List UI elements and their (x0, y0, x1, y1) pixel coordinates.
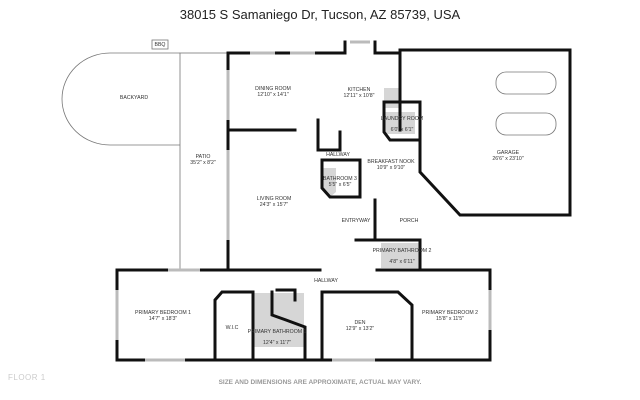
porch-label: PORCH (400, 218, 419, 224)
hallway-lower-label: HALLWAY (314, 278, 338, 284)
kitchen-label: KITCHEN (348, 87, 371, 93)
patio-size: 35'2" x 8'2" (190, 160, 216, 166)
bath1-size: 12'4" x 11'7" (263, 340, 291, 346)
dining-size: 12'10" x 14'1" (257, 92, 288, 98)
disclaimer: SIZE AND DIMENSIONS ARE APPROXIMATE, ACT… (218, 379, 422, 386)
entryway-label: ENTRYWAY (342, 218, 371, 224)
hallway-upper-label: HALLWAY (326, 152, 350, 158)
windows (115, 40, 492, 362)
living-size: 24'3" x 15'7" (260, 202, 289, 208)
bath2-fill (381, 243, 421, 268)
wic-label: W.I.C (226, 325, 239, 331)
kitchen-counter-fill (384, 88, 400, 108)
laundry-label: LAUNDRY ROOM (381, 116, 423, 122)
bed1-size: 14'7" x 18'3" (149, 316, 178, 322)
bath1-fill (252, 293, 304, 347)
den-label: DEN (355, 320, 366, 326)
room-labels: BACKYARD BBQ PATIO 35'2" x 8'2" DINING R… (120, 42, 524, 346)
floor-label: FLOOR 1 (8, 373, 46, 382)
breakfast-size: 10'9" x 9'10" (377, 165, 406, 171)
den-size: 12'9" x 13'2" (346, 326, 375, 332)
breakfast-label: BREAKFAST NOOK (367, 159, 415, 165)
dining-label: DINING ROOM (255, 86, 291, 92)
backyard-label: BACKYARD (120, 95, 148, 101)
laundry-size: 6'0" x 6'1" (391, 127, 414, 133)
garage-size: 26'6" x 23'10" (492, 156, 523, 162)
car-icon (495, 71, 557, 95)
bath1-label: PRIMARY BATHROOM 1 (248, 329, 307, 335)
bbq-box (151, 39, 169, 50)
living-label: LIVING ROOM (257, 196, 292, 202)
bathroom3-label: BATHROOM 3 (323, 176, 357, 182)
backyard-outline (61, 52, 180, 146)
garage-cars (495, 71, 557, 136)
car-icon (495, 112, 557, 136)
bath2-size: 4'8" x 6'11" (389, 259, 414, 265)
bed1-label: PRIMARY BEDROOM 1 (135, 310, 191, 316)
bathroom3-size: 5'5" x 6'5" (329, 182, 352, 188)
bed2-label: PRIMARY BEDROOM 2 (422, 310, 478, 316)
bbq-label: BBQ (155, 42, 166, 48)
patio-label: PATIO (196, 154, 211, 160)
bed2-size: 15'8" x 11'5" (436, 316, 464, 322)
garage-label: GARAGE (497, 150, 520, 156)
address-title: 38015 S Samaniego Dr, Tucson, AZ 85739, … (179, 7, 461, 22)
kitchen-size: 12'11" x 10'8" (344, 93, 375, 99)
bath2-label: PRIMARY BATHROOM 2 (373, 248, 432, 254)
